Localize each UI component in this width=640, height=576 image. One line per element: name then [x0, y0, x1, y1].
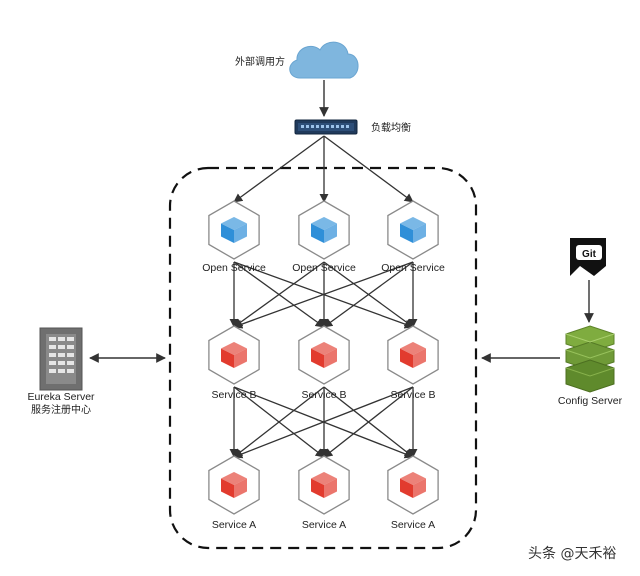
edge-r1-2-to-r2-1 — [233, 261, 325, 328]
service-cluster-boundary — [168, 166, 478, 550]
service-node[interactable]: Service B — [208, 325, 260, 401]
service-node[interactable]: Open Service — [381, 200, 445, 274]
service-label: Open Service — [202, 262, 266, 274]
eureka-label-line2: 服务注册中心 — [31, 403, 91, 416]
service-node[interactable]: Service A — [387, 455, 439, 531]
service-label: Open Service — [381, 262, 445, 274]
watermark-label: 头条 @天禾裕 — [528, 545, 616, 562]
service-node[interactable]: Service B — [387, 325, 439, 401]
edge-r1-3-to-r2-1 — [233, 261, 414, 329]
service-label: Service A — [391, 519, 435, 531]
service-label: Service A — [212, 519, 256, 531]
nodes-group: Open Service Open Service Open ServiceServ… — [202, 200, 445, 531]
edges-group — [229, 135, 418, 459]
service-label: Service B — [212, 389, 257, 401]
cube-icon — [311, 217, 337, 243]
service-label: Open Service — [292, 262, 356, 274]
cube-icon — [400, 342, 426, 368]
cloud-icon — [289, 41, 359, 79]
edge-r2-3-to-r3-1 — [233, 386, 414, 459]
edge-lb-open-1 — [233, 135, 325, 203]
cube-icon — [221, 472, 247, 498]
cube-icon — [311, 472, 337, 498]
cube-icon — [311, 342, 337, 368]
service-node[interactable]: Service A — [208, 455, 260, 531]
eureka-label-line1: Eureka Server — [27, 391, 95, 403]
edge-r2-2-to-r3-1 — [233, 386, 325, 458]
cube-icon — [221, 342, 247, 368]
service-node[interactable]: Open Service — [202, 200, 266, 274]
service-node[interactable]: Service A — [298, 455, 350, 531]
service-label: Service B — [302, 389, 347, 401]
git-label: Git — [582, 249, 597, 260]
git-document-icon — [570, 238, 606, 276]
switch-icon — [294, 119, 358, 135]
edge-r2-3-to-r3-2 — [323, 386, 414, 458]
cube-icon — [400, 472, 426, 498]
server-rack-icon — [39, 327, 83, 391]
service-label: Service B — [391, 389, 436, 401]
edge-r1-3-to-r2-2 — [323, 261, 414, 328]
config-server-label: Config Server — [558, 395, 623, 407]
load-balancer-label: 负载均衡 — [371, 121, 411, 134]
external-caller-label: 外部调用方 — [235, 55, 285, 68]
cube-icon — [221, 217, 247, 243]
service-label: Service A — [302, 519, 346, 531]
edge-lb-open-3 — [323, 135, 414, 203]
service-node[interactable]: Service B — [298, 325, 350, 401]
config-stack-icon — [565, 325, 615, 393]
service-node[interactable]: Open Service — [292, 200, 356, 274]
cube-icon — [400, 217, 426, 243]
